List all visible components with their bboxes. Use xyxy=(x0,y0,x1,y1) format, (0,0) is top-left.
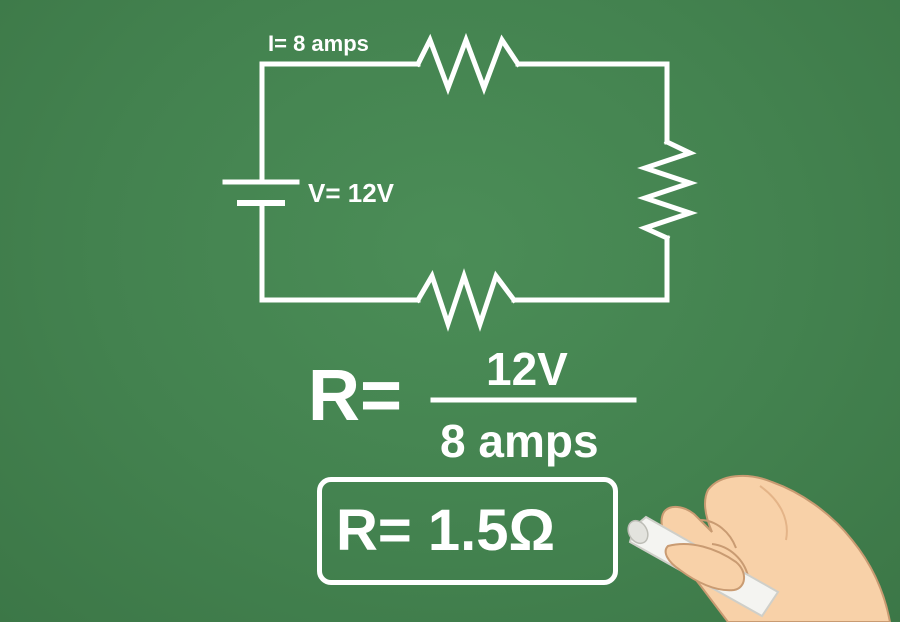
battery-symbol xyxy=(222,179,300,206)
equation-lhs: R= xyxy=(308,356,403,436)
equation-numerator: 12V xyxy=(486,343,568,395)
voltage-label: V= 12V xyxy=(308,178,395,208)
result-box xyxy=(317,477,618,585)
hand-fingers xyxy=(664,542,745,592)
bottom-wire xyxy=(259,200,670,303)
result-text: R= 1.5Ω xyxy=(336,498,556,563)
top-wire xyxy=(259,61,670,185)
bottom-resistor xyxy=(414,268,518,332)
equation-denominator: 8 amps xyxy=(440,415,599,467)
right-resistor xyxy=(637,138,698,242)
current-label: I= 8 amps xyxy=(268,31,369,56)
top-resistor xyxy=(414,32,522,96)
